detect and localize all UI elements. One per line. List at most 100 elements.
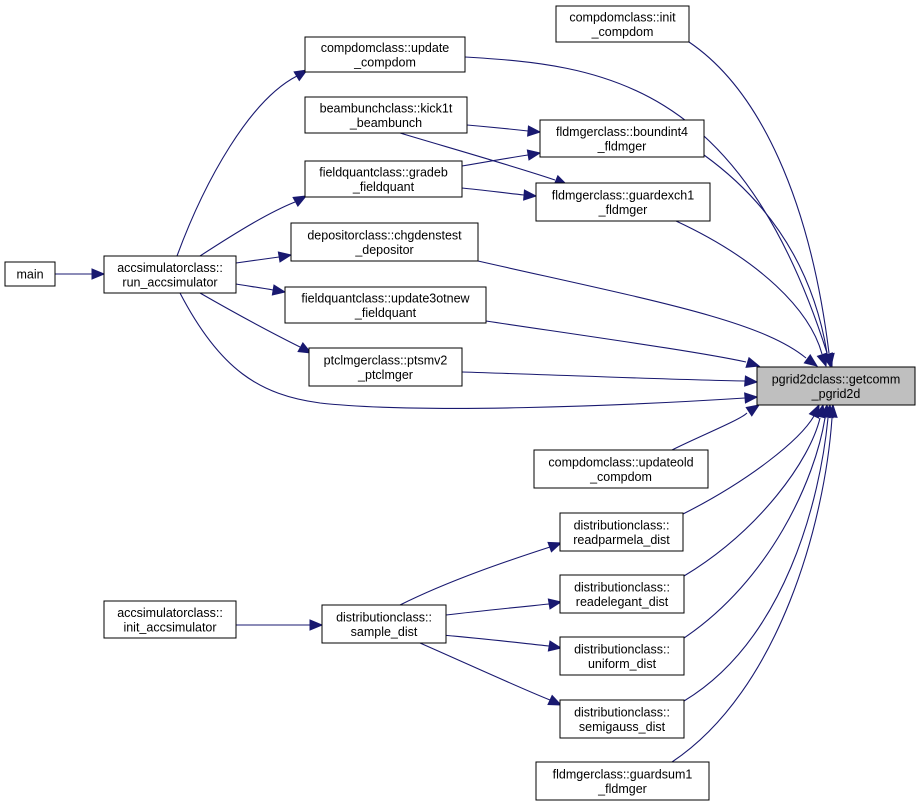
edge-arrowhead xyxy=(745,356,761,368)
node-label-line: uniform_dist xyxy=(588,657,657,671)
edge-arrowhead xyxy=(293,69,309,82)
node-box xyxy=(535,761,710,801)
node-readelegant[interactable]: distributionclass::readelegant_dist xyxy=(559,574,685,614)
node-getcomm[interactable]: pgrid2dclass::getcomm_pgrid2d xyxy=(756,366,916,406)
node-guardexch1[interactable]: fldmgerclass::guardexch1_fldmger xyxy=(535,182,711,222)
edge-update3ot-to-getcomm xyxy=(485,320,761,368)
node-init-acc[interactable]: accsimulatorclass::init_accsimulator xyxy=(103,600,237,639)
edge-line xyxy=(675,220,823,355)
edge-line xyxy=(682,415,815,515)
node-label-line: fldmgerclass::boundint4 xyxy=(556,125,688,139)
node-chgdens[interactable]: depositorclass::chgdenstest_depositor xyxy=(290,222,479,262)
edge-sample-to-semigauss xyxy=(419,642,563,706)
edge-run_acc-to-ptsmv2 xyxy=(199,292,313,354)
edge-line xyxy=(419,642,551,701)
node-label-line: _fldmger xyxy=(597,782,647,796)
node-box xyxy=(539,119,705,158)
edge-chgdens-to-getcomm xyxy=(477,260,819,367)
node-label-line: compdomclass::update xyxy=(321,41,450,55)
node-label-line: distributionclass:: xyxy=(336,610,432,624)
node-boundint4[interactable]: fldmgerclass::boundint4_fldmger xyxy=(539,119,705,158)
edge-line xyxy=(464,56,828,354)
node-updateold[interactable]: compdomclass::updateold_compdom xyxy=(533,449,709,489)
node-label-line: fldmgerclass::guardexch1 xyxy=(552,188,694,202)
edge-arrowhead xyxy=(297,341,313,354)
edge-line xyxy=(477,260,807,359)
node-label-line: fieldquantclass::gradeb xyxy=(319,165,448,179)
edge-semigauss-to-getcomm xyxy=(683,403,834,702)
node-label-line: _compdom xyxy=(353,55,416,69)
node-semigauss[interactable]: distributionclass::semigauss_dist xyxy=(559,699,685,739)
node-box xyxy=(559,699,685,739)
edge-run_acc-to-update_compdom xyxy=(176,69,309,257)
edge-line xyxy=(683,417,829,702)
edge-line xyxy=(399,546,551,606)
node-ptsmv2[interactable]: ptclmgerclass::ptsmv2_ptclmger xyxy=(308,347,463,387)
edge-run_acc-to-gradeb xyxy=(199,195,308,257)
node-box xyxy=(304,160,463,198)
edge-arrowhead xyxy=(745,404,761,417)
node-label-line: depositorclass::chgdenstest xyxy=(307,228,462,242)
node-label-line: _pgrid2d xyxy=(811,387,861,401)
node-label-line: distributionclass:: xyxy=(574,518,670,532)
edge-main-to-run_acc xyxy=(54,268,106,280)
edge-line xyxy=(688,41,830,354)
node-box xyxy=(559,636,685,676)
node-label-line: sample_dist xyxy=(351,625,418,639)
node-label-line: init_accsimulator xyxy=(123,620,216,634)
node-label-line: main xyxy=(16,268,43,282)
edge-guardsum1-to-getcomm xyxy=(671,403,838,763)
edge-line xyxy=(399,132,556,181)
edge-init_compdom-to-getcomm xyxy=(688,41,835,368)
edge-run_acc-to-getcomm xyxy=(179,292,759,409)
node-box xyxy=(321,604,447,644)
node-box xyxy=(4,261,56,287)
node-label-line: readparmela_dist xyxy=(573,533,670,547)
node-label-line: beambunchclass::kick1t xyxy=(320,101,453,115)
node-box xyxy=(103,600,237,639)
edge-line xyxy=(445,603,550,616)
node-readparmela[interactable]: distributionclass::readparmela_dist xyxy=(559,512,684,552)
node-gradeb[interactable]: fieldquantclass::gradeb_fieldquant xyxy=(304,160,463,198)
edge-ptsmv2-to-getcomm xyxy=(461,371,759,387)
edge-layer xyxy=(54,41,838,763)
edge-kick1t-to-boundint4 xyxy=(466,124,542,137)
edge-arrowhead xyxy=(91,268,106,280)
edge-run_acc-to-update3ot xyxy=(235,283,287,296)
node-label-line: semigauss_dist xyxy=(579,720,666,734)
edge-line xyxy=(235,256,280,264)
node-guardsum1[interactable]: fldmgerclass::guardsum1_fldmger xyxy=(535,761,710,801)
edge-arrowhead xyxy=(309,619,324,631)
node-uniform[interactable]: distributionclass::uniform_dist xyxy=(559,636,685,676)
edge-arrowhead xyxy=(292,195,308,208)
edge-line xyxy=(199,292,301,348)
node-main[interactable]: main xyxy=(4,261,56,287)
edge-init_acc-to-sample xyxy=(236,619,324,631)
node-label-line: distributionclass:: xyxy=(574,705,670,719)
edge-arrowhead xyxy=(523,189,538,201)
node-run-acc[interactable]: accsimulatorclass::run_accsimulator xyxy=(103,255,237,294)
node-box xyxy=(533,449,709,489)
edge-run_acc-to-chgdens xyxy=(235,251,293,264)
edge-line xyxy=(429,633,550,647)
edge-line xyxy=(466,124,529,132)
edge-arrowhead xyxy=(271,284,287,296)
node-label-line: _ptclmger xyxy=(357,368,413,382)
node-label-line: accsimulatorclass:: xyxy=(117,261,223,275)
node-kick1t[interactable]: beambunchclass::kick1t_beambunch xyxy=(304,96,468,134)
node-update3ot[interactable]: fieldquantclass::update3otnew_fieldquant xyxy=(284,286,487,324)
edge-arrowhead xyxy=(547,598,563,610)
node-box xyxy=(103,255,237,294)
node-sample[interactable]: distributionclass::sample_dist xyxy=(321,604,447,644)
edge-arrowhead xyxy=(547,541,563,553)
edge-line xyxy=(683,417,821,577)
edge-arrowhead xyxy=(803,353,819,367)
edge-sample-to-readparmela xyxy=(399,541,563,606)
node-update-compdom[interactable]: compdomclass::update_compdom xyxy=(304,36,466,73)
edge-line xyxy=(703,154,828,354)
edge-line xyxy=(179,292,746,409)
node-label-line: _fldmger xyxy=(597,139,647,153)
node-init-compdom[interactable]: compdomclass::init_compdom xyxy=(555,5,690,43)
